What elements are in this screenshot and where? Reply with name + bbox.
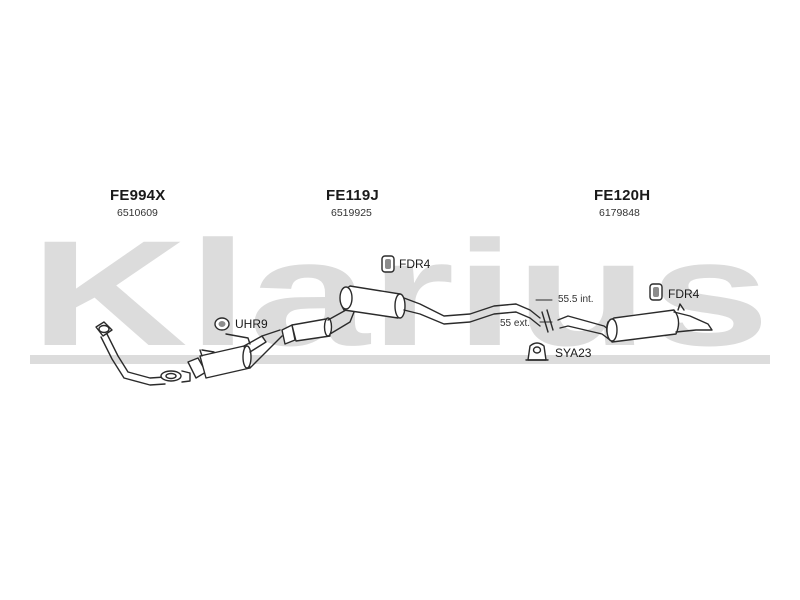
accessory-label-sya23: SYA23 [555,346,592,360]
part-code-fe119j: FE119J [326,187,379,204]
accessory-label-uhr9: UHR9 [235,317,268,331]
watermark-underline [30,355,770,364]
rear-silencer[interactable] [557,303,713,343]
dimension-internal: 55.5 int. [558,294,594,305]
pipe-joint [535,299,554,333]
accessory-label-fdr4-centre: FDR4 [399,257,431,271]
oe-number-fe994x: 6510609 [117,207,158,219]
watermark-logo-text: Klarius [30,209,770,377]
part-code-fe120h: FE120H [594,187,651,204]
part-code-fe994x: FE994X [110,187,166,204]
front-pipe[interactable] [95,321,191,386]
centre-silencer[interactable] [281,299,355,345]
clamp-icon[interactable] [525,342,549,361]
oe-number-fe120h: 6179848 [599,207,640,219]
intermediate-box[interactable] [339,285,541,327]
dimension-external: 55 ext. [500,318,531,329]
rubber-hanger-icon[interactable] [649,283,663,301]
rubber-hanger-icon[interactable] [381,255,395,273]
oe-number-fe119j: 6519925 [331,207,372,219]
rubber-ring-icon[interactable] [214,317,230,331]
accessory-label-fdr4-rear: FDR4 [668,287,700,301]
catalyst-section[interactable] [187,329,283,379]
